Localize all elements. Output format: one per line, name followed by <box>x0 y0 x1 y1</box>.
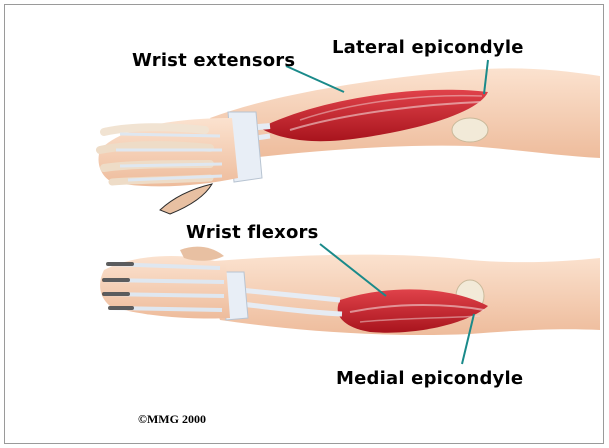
label-medial-epicondyle: Medial epicondyle <box>336 368 523 389</box>
label-wrist-extensors: Wrist extensors <box>132 50 295 71</box>
copyright-notice: ©MMG 2000 <box>138 412 206 427</box>
label-wrist-flexors: Wrist flexors <box>186 222 319 243</box>
top-arm <box>99 60 601 214</box>
bottom-arm <box>100 244 600 364</box>
top-elbow-bone <box>452 118 488 142</box>
label-lateral-epicondyle: Lateral epicondyle <box>332 37 524 58</box>
